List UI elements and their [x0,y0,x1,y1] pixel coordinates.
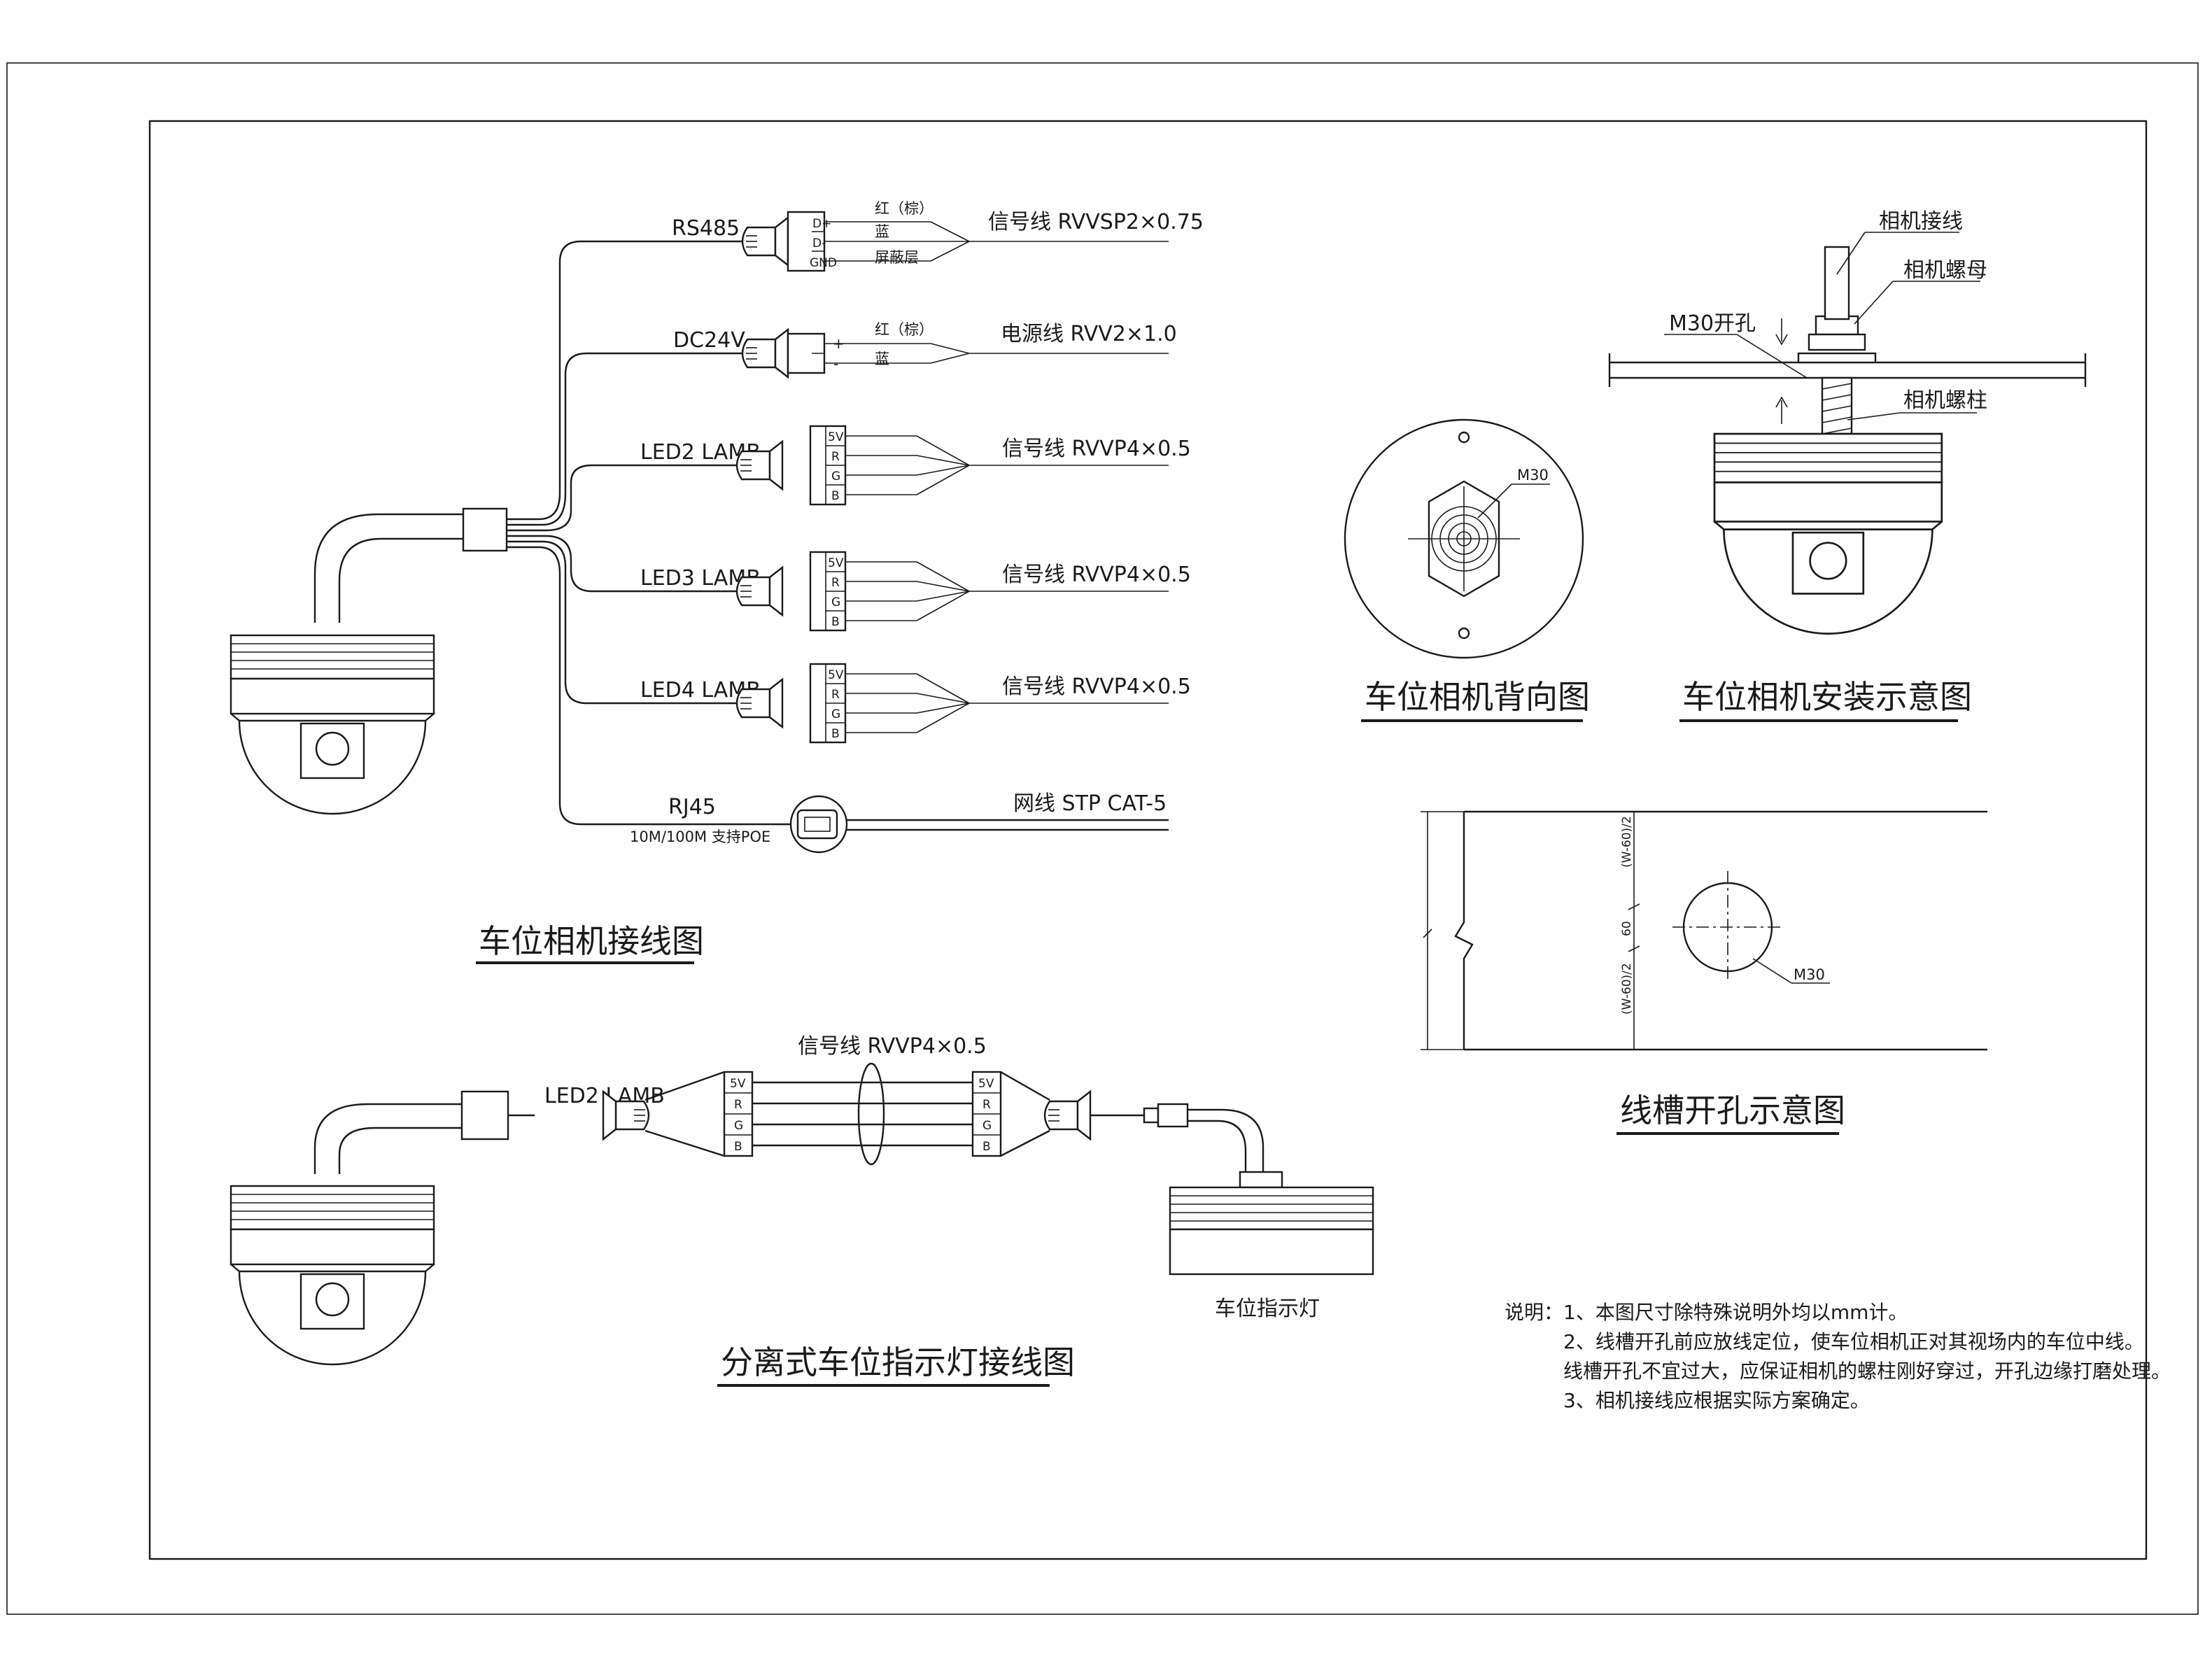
led2-pin-4: B [831,489,840,503]
led2-cable: 信号线 RVVP4×0.5 [1002,437,1191,461]
indicator-left-pin-1: 5V [730,1077,746,1091]
note-line-2: 2、线槽开孔前应放线定位，使车位相机正对其视场内的车位中线。 [1563,1330,2144,1353]
led3-pin-2: R [831,576,840,590]
rj45-sub: 10M/100M 支持POE [630,828,770,845]
led2-pin-1: 5V [828,430,844,444]
dc24v-wire-1: 红（棕） [875,321,934,338]
indicator-cable: 信号线 RVVP4×0.5 [798,1034,987,1059]
dc24v-label: DC24V [673,328,745,353]
led4-pin-3: G [831,707,840,721]
rs485-cable: 信号线 RVVSP2×0.75 [988,210,1204,234]
note-line-1: 1、本图尺寸除特殊说明外均以mm计。 [1563,1301,1908,1324]
install-callout-1: 相机接线 [1879,209,1963,234]
camera-install-view: 相机接线 相机螺母 M30开孔 相机螺柱 车位相机安装示意图 [1608,209,2087,722]
indicator-dome-camera [230,1185,435,1366]
indicator-lamp-label: 车位指示灯 [1215,1297,1320,1321]
install-callout-2: 相机螺母 [1903,258,1987,283]
led2-pin-2: R [831,450,840,464]
dome-camera [230,634,435,815]
dc24v-plug [741,328,789,379]
led4-pin-4: B [831,727,840,741]
back-view-title: 车位相机背向图 [1365,678,1590,716]
install-title: 车位相机安装示意图 [1682,678,1972,716]
install-callout-4: 相机螺柱 [1903,388,1987,413]
note-line-3: 线槽开孔不宜过大，应保证相机的螺柱刚好穿过，开孔边缘打磨处理。 [1563,1360,2171,1383]
rs485-pin-3: GND [810,256,837,270]
led4-cable: 信号线 RVVP4×0.5 [1002,675,1191,699]
led2-pin-3: G [831,470,840,483]
wiring-title: 车位相机接线图 [479,922,704,960]
rs485-wire-1: 红（棕） [875,200,934,217]
indicator-right-pin-4: B [982,1140,991,1154]
dc24v-wire-2: 蓝 [875,351,889,367]
install-callout-3: M30开孔 [1669,311,1756,336]
rs485-plug [741,216,789,267]
inner-frame [148,120,2148,1560]
led3-cable: 信号线 RVVP4×0.5 [1002,563,1191,587]
indicator-right-pin-2: R [982,1098,991,1112]
led3-pin-1: 5V [828,556,844,570]
notes-prefix: 说明： [1505,1301,1563,1324]
dc24v-cable: 电源线 RVV2×1.0 [1001,322,1177,346]
led3-pin-4: B [831,615,840,629]
trough-dim-1: (W-60)/2 [1620,816,1634,868]
indicator-left-pin-3: G [734,1119,743,1133]
camera-back-view: M30 车位相机背向图 [1344,418,1590,722]
indicator-right-pin-1: 5V [978,1077,994,1091]
indicator-left-pin-2: R [734,1098,742,1112]
trough-title: 线槽开孔示意图 [1620,1092,1845,1129]
trough-dim-2: 60 [1620,921,1634,936]
trough-label: M30 [1794,966,1825,983]
indicator-left-pin-4: B [734,1140,742,1154]
dc24v-pin-2: - [833,355,838,372]
trough-dim-3: (W-60)/2 [1620,963,1634,1015]
rs485-label: RS485 [672,216,740,241]
rj45-cable: 网线 STP CAT-5 [1013,791,1167,816]
junction-box [462,507,508,552]
indicator-junction-box [460,1090,509,1141]
indicator-title: 分离式车位指示灯接线图 [721,1343,1075,1381]
indicator-wiring-diagram: LED2 LAMB 5V R G B 信号线 RVVP4×0.5 5V R G … [230,1034,1374,1387]
rs485-pin-1: D+ [812,217,831,231]
led4-pin-1: 5V [828,668,844,682]
led4-pin-2: R [831,688,840,702]
indicator-right-pin-3: G [982,1119,992,1133]
notes: 说明： 1、本图尺寸除特殊说明外均以mm计。 2、线槽开孔前应放线定位，使车位相… [1505,1301,2171,1412]
back-view-label: M30 [1517,467,1549,483]
note-line-4: 3、相机接线应根据实际方案确定。 [1563,1389,1870,1412]
rs485-wire-3: 屏蔽层 [875,249,919,266]
rs485-pin-2: D- [812,237,826,250]
led3-pin-3: G [831,595,840,609]
rs485-wire-2: 蓝 [875,223,889,240]
rj45-label: RJ45 [668,795,716,819]
trough-hole-view: (W-60)/2 60 (W-60)/2 M30 线槽开孔示意图 [1421,810,1987,1135]
installed-dome-camera [1713,432,1943,635]
camera-wiring-diagram: RS485 D+ D- GND 红（棕） 蓝 屏蔽层 信号线 RVVSP2×0.… [230,200,1204,964]
outer-border [6,62,2199,1615]
